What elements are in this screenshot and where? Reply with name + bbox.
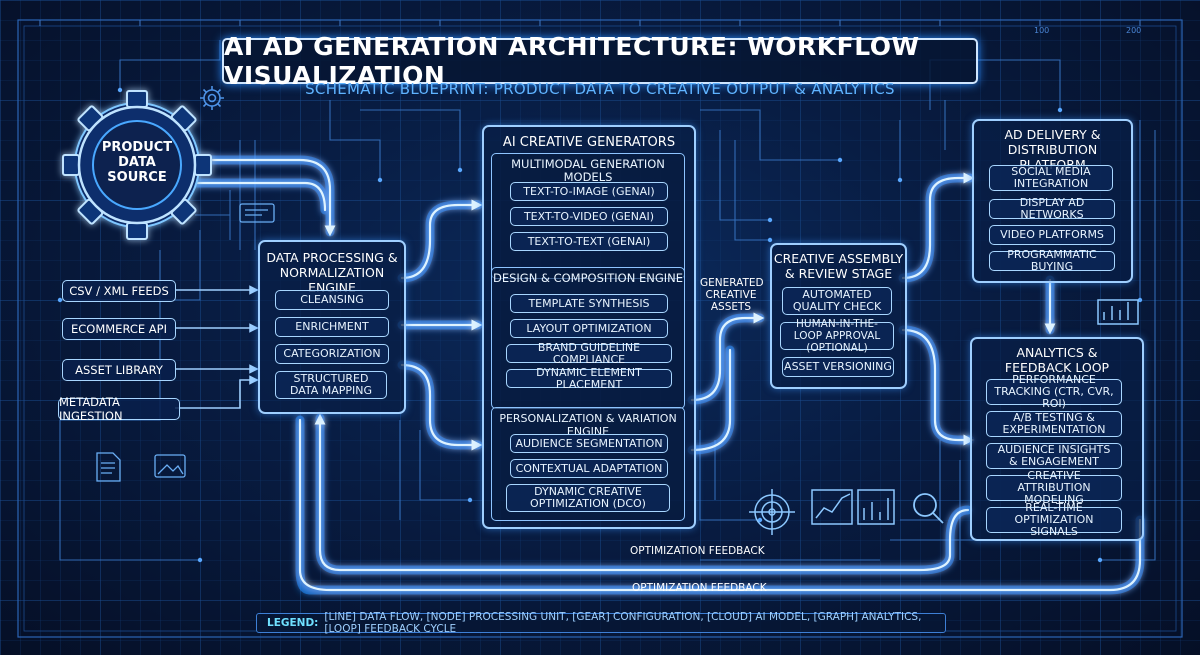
analytics-panel: ANALYTICS &FEEDBACK LOOP PERFORMANCE TRA…	[970, 337, 1144, 541]
step-categorization[interactable]: CATEGORIZATION	[275, 344, 389, 364]
layout-optimization[interactable]: LAYOUT OPTIMIZATION	[510, 319, 668, 338]
chart-icon	[811, 299, 1139, 525]
input-csv-xml-feeds[interactable]: CSV / XML FEEDS	[62, 280, 176, 302]
multimodal-models-panel: MULTIMODAL GENERATION MODELS TEXT-TO-IMA…	[491, 153, 685, 279]
ad-delivery-panel: AD DELIVERY &DISTRIBUTION PLATFORM SOCIA…	[972, 119, 1133, 283]
automated-quality-check[interactable]: AUTOMATED QUALITY CHECK	[782, 287, 892, 315]
social-media-integration[interactable]: SOCIAL MEDIA INTEGRATION	[989, 165, 1113, 191]
performance-tracking[interactable]: PERFORMANCE TRACKING (CTR, CVR, ROI)	[986, 374, 1122, 410]
target-icon	[749, 489, 795, 535]
text-to-text[interactable]: TEXT-TO-TEXT (GENAI)	[510, 232, 668, 251]
dynamic-element-placement[interactable]: DYNAMIC ELEMENT PLACEMENT	[506, 366, 672, 390]
optimization-feedback-inner-label: OPTIMIZATION FEEDBACK	[630, 545, 765, 557]
template-synthesis[interactable]: TEMPLATE SYNTHESIS	[510, 294, 668, 313]
creative-assembly-panel: CREATIVE ASSEMBLY& REVIEW STAGE AUTOMATE…	[770, 243, 907, 389]
display-ad-networks[interactable]: DISPLAY AD NETWORKS	[989, 197, 1115, 221]
ruler-label-200: 200	[1126, 26, 1142, 35]
analytics-title: ANALYTICS &FEEDBACK LOOP	[1004, 345, 1110, 375]
human-in-the-loop-approval[interactable]: HUMAN-IN-THE-LOOP APPROVAL (OPTIONAL)	[780, 318, 894, 354]
outer-frame	[17, 19, 1183, 638]
data-processing-title: DATA PROCESSING &NORMALIZATION ENGINE	[266, 250, 398, 295]
multimodal-models-title: MULTIMODAL GENERATION MODELS	[511, 157, 665, 184]
design-composition-title: DESIGN & COMPOSITION ENGINE	[492, 271, 684, 285]
real-time-optimization-signals[interactable]: REAL-TIME OPTIMIZATION SIGNALS	[986, 502, 1122, 538]
subtitle: SCHEMATIC BLUEPRINT: PRODUCT DATA TO CRE…	[305, 80, 895, 98]
creative-attribution-modeling[interactable]: CREATIVE ATTRIBUTION MODELING	[986, 470, 1122, 506]
design-composition-panel: DESIGN & COMPOSITION ENGINE TEMPLATE SYN…	[491, 267, 685, 409]
step-enrichment[interactable]: ENRICHMENT	[275, 317, 389, 337]
ai-creative-generators-title: AI CREATIVE GENERATORS	[502, 135, 676, 150]
text-to-image[interactable]: TEXT-TO-IMAGE (GENAI)	[510, 182, 668, 201]
audience-segmentation[interactable]: AUDIENCE SEGMENTATION	[510, 434, 668, 453]
asset-versioning[interactable]: ASSET VERSIONING	[782, 357, 894, 377]
title-banner: AI AD GENERATION ARCHITECTURE: WORKFLOW …	[222, 32, 978, 90]
optimization-feedback-outer-label: OPTIMIZATION FEEDBACK	[632, 582, 767, 594]
brand-guideline-compliance[interactable]: BRAND GUIDELINE COMPLIANCE	[506, 341, 672, 365]
personalization-panel: PERSONALIZATION & VARIATION ENGINE AUDIE…	[491, 407, 685, 521]
small-gear-icon	[200, 86, 224, 110]
product-data-source-label: PRODUCT DATA SOURCE	[101, 140, 173, 185]
dynamic-creative-optimization[interactable]: DYNAMIC CREATIVE OPTIMIZATION (DCO)	[506, 484, 670, 512]
legend-label: LEGEND:	[267, 617, 319, 629]
programmatic-buying[interactable]: PROGRAMMATIC BUYING	[989, 249, 1115, 273]
input-ecommerce-api[interactable]: ECOMMERCE API	[62, 318, 176, 340]
video-platforms[interactable]: VIDEO PLATFORMS	[989, 225, 1115, 245]
gear-icon	[62, 90, 212, 240]
step-structured-data-mapping[interactable]: STRUCTURED DATA MAPPING	[275, 371, 387, 399]
data-processing-panel: DATA PROCESSING &NORMALIZATION ENGINE CL…	[258, 240, 406, 414]
input-metadata-ingestion[interactable]: METADATA INGESTION	[58, 395, 180, 423]
document-icon	[96, 452, 121, 482]
magnifier-icon	[913, 493, 944, 524]
audience-insights[interactable]: AUDIENCE INSIGHTS & ENGAGEMENT	[986, 443, 1122, 469]
creative-assembly-title: CREATIVE ASSEMBLY& REVIEW STAGE	[773, 251, 904, 281]
image-icon	[154, 454, 186, 478]
page-title: AI AD GENERATION ARCHITECTURE: WORKFLOW …	[224, 32, 920, 90]
legend: LEGEND: [LINE] DATA FLOW, [NODE] PROCESS…	[256, 611, 946, 635]
legend-text: [LINE] DATA FLOW, [NODE] PROCESSING UNIT…	[324, 611, 922, 635]
contextual-adaptation[interactable]: CONTEXTUAL ADAPTATION	[510, 459, 668, 478]
ai-creative-generators-panel: AI CREATIVE GENERATORS MULTIMODAL GENERA…	[482, 125, 696, 529]
ruler-label-100: 100	[1034, 26, 1050, 35]
input-asset-library[interactable]: ASSET LIBRARY	[62, 359, 176, 381]
text-to-video[interactable]: TEXT-TO-VIDEO (GENAI)	[510, 207, 668, 226]
ab-testing[interactable]: A/B TESTING & EXPERIMENTATION	[986, 411, 1122, 437]
document-icon-2	[239, 203, 275, 223]
step-cleansing[interactable]: CLEANSING	[275, 290, 389, 310]
